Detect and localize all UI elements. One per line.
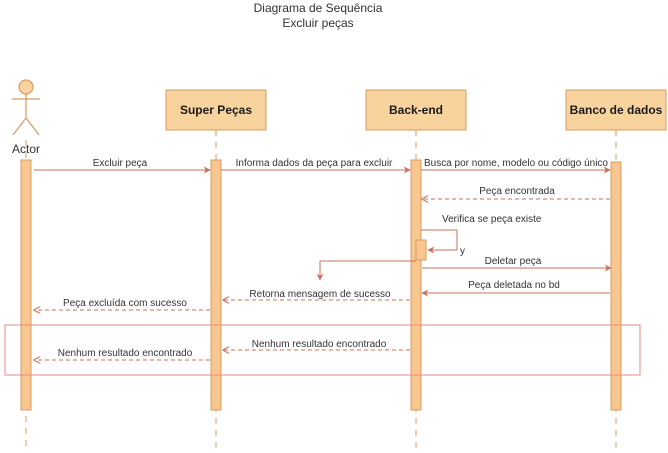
actor-figure-icon [12, 79, 40, 136]
message-label-excluir-peca: Excluir peça [93, 158, 148, 169]
message-label-informa-dados: Informa dados da peça para excluir [236, 158, 393, 169]
participant-label-super-pecas: Super Peças [180, 103, 252, 117]
actor-label: Actor [12, 142, 40, 156]
participant-box-super-pecas [165, 89, 267, 131]
message-label-peca-deletada: Peça deletada no bd [468, 280, 560, 291]
message-arrow-verifica-peca [421, 229, 458, 254]
activation-bar-banco-de-dados [610, 161, 622, 411]
activation-bar-back-end [410, 159, 422, 411]
participant-label-back-end: Back-end [389, 103, 443, 117]
message-label-retorna-sucesso: Retorna mensagem de sucesso [249, 289, 391, 300]
activation-bar-self-call [415, 239, 427, 261]
message-label-y: y [460, 246, 465, 257]
message-label-nenhum-resultado-1: Nenhum resultado encontrado [252, 339, 387, 350]
activation-bar-super-pecas [210, 159, 222, 411]
participant-box-banco-de-dados [565, 89, 667, 131]
message-label-verifica-peca: Verifica se peça existe [442, 214, 542, 225]
diagram-title-line2: Excluir peças [282, 16, 353, 30]
alt-frame [4, 324, 641, 376]
message-label-deletar-peca: Deletar peça [485, 256, 542, 267]
diagram-title-line1: Diagrama de Sequência [254, 1, 383, 15]
participant-label-banco-de-dados: Banco de dados [570, 103, 663, 117]
message-label-peca-encontrada: Peça encontrada [479, 186, 555, 197]
activation-bar-actor [20, 159, 32, 411]
participant-box-back-end [365, 89, 467, 131]
message-label-peca-excluida: Peça excluída com sucesso [63, 298, 187, 309]
message-label-busca: Busca por nome, modelo ou código único [424, 158, 608, 169]
branch-arrow-down [316, 260, 416, 281]
message-label-nenhum-resultado-2: Nenhum resultado encontrado [58, 348, 193, 359]
